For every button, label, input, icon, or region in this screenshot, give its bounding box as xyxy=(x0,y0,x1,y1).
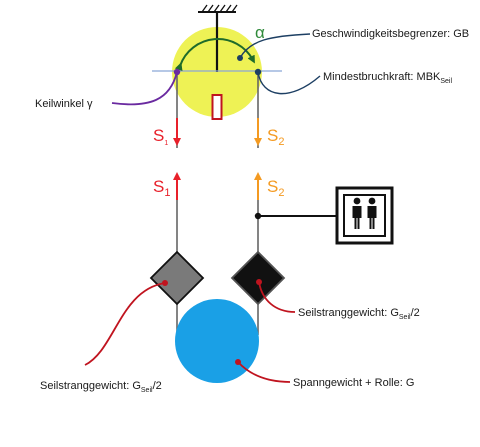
sheave-slot xyxy=(211,94,223,120)
rope-weight-diamond-right xyxy=(230,250,286,306)
car-connection-point xyxy=(254,212,262,220)
mbk-label: Mindestbruchkraft: MBKSeil xyxy=(323,71,452,85)
alpha-label: α xyxy=(255,23,265,42)
s1-top-label: S1 xyxy=(153,126,168,147)
mbk-leader xyxy=(257,71,321,95)
governor-leader xyxy=(239,33,311,59)
wedge-angle-leader xyxy=(111,71,178,106)
tension-weight-leader xyxy=(237,361,291,383)
ceiling-hatch-icon xyxy=(198,4,238,13)
rope-weight-diamond-left xyxy=(149,250,205,306)
rope-weight-right-leader xyxy=(258,281,296,313)
s2-top-label: S2 xyxy=(267,126,284,148)
rope-weight-left-leader xyxy=(84,282,166,366)
s1-bottom-label: S1 xyxy=(153,177,170,199)
s2-bottom-label: S2 xyxy=(267,177,284,199)
tension-weight-label: Spanngewicht + Rolle: G xyxy=(293,377,414,389)
governor-label: Geschwindigkeitsbegrenzer: GB xyxy=(312,28,469,40)
rope-weight-right-label: Seilstranggewicht: GSeil/2 xyxy=(298,307,420,321)
people-icon xyxy=(335,186,394,245)
rope-weight-left-label: Seilstranggewicht: GSeil/2 xyxy=(40,380,162,394)
wedge-angle-label: Keilwinkel γ xyxy=(35,98,93,110)
